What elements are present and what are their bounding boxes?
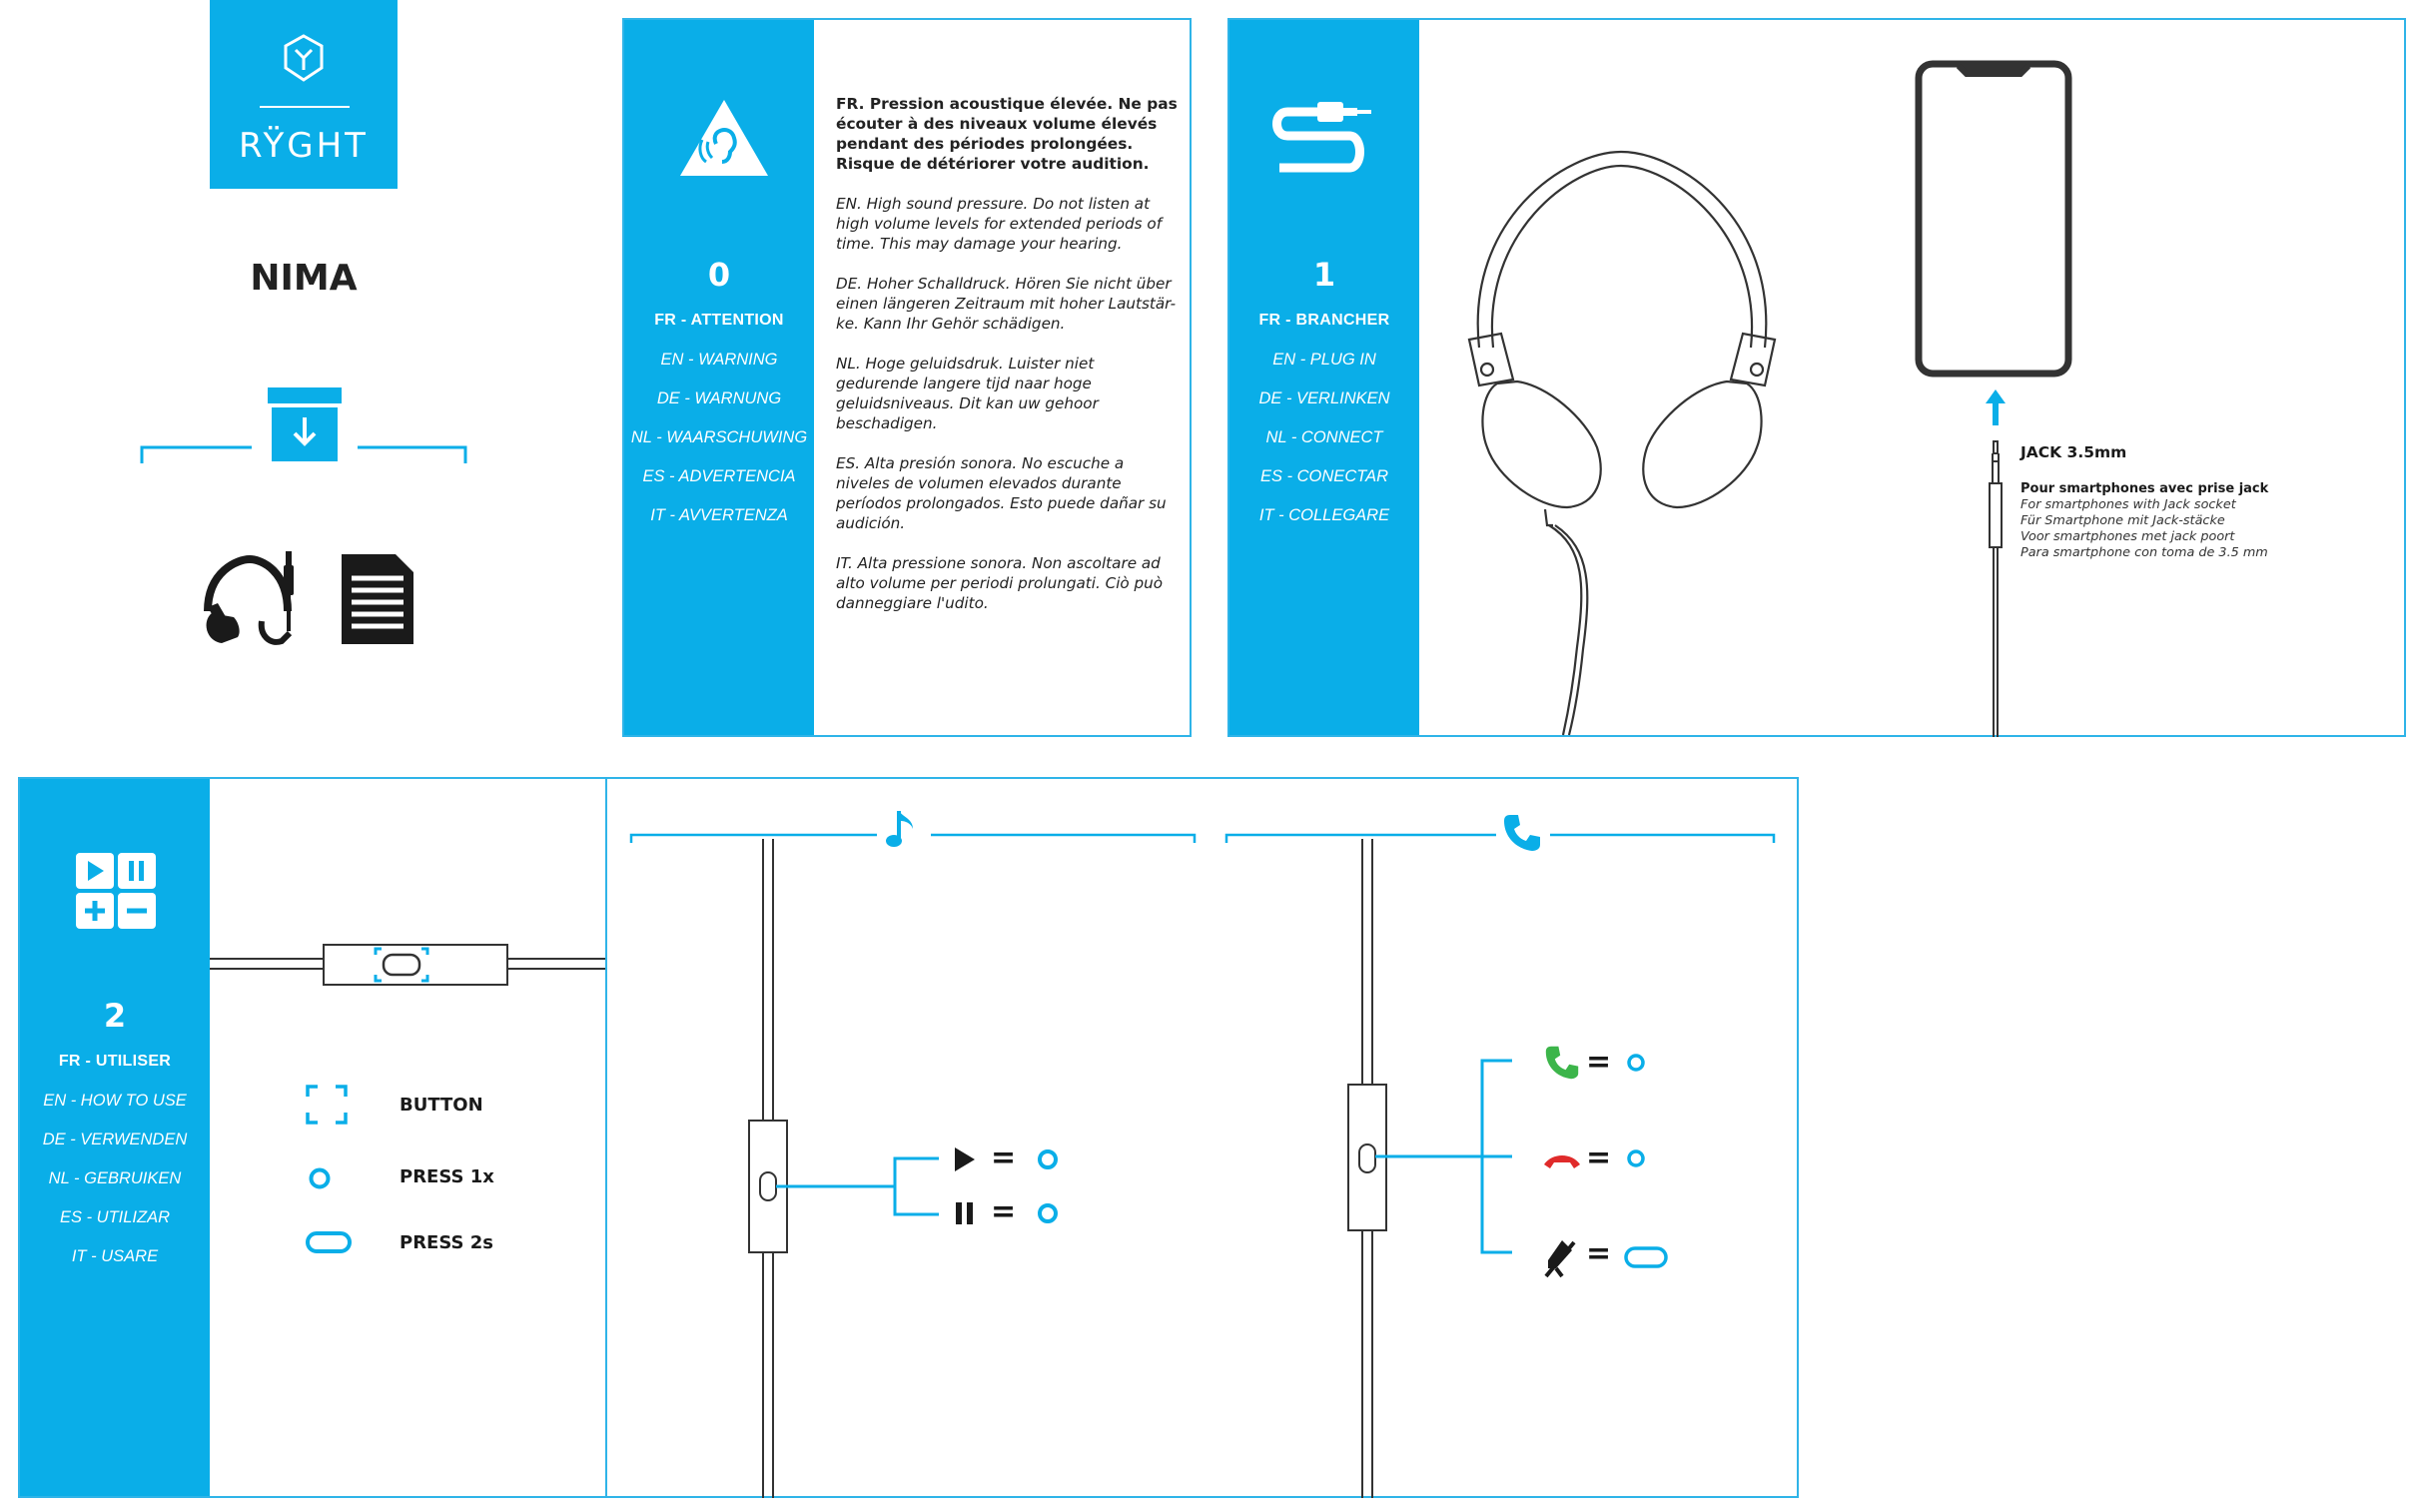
media-controls-icon [76, 853, 156, 929]
brand-logo-text: RŸGHT [239, 126, 369, 166]
lang-de: DE - VERWENDEN [42, 1131, 188, 1148]
lang-en: EN - WARNING [660, 351, 778, 369]
panel-how-to-use-sidebar: 2 FR - UTILISER EN - HOW TO USE DE - VER… [20, 779, 210, 1496]
press-1x-icon [1038, 1203, 1058, 1223]
unbox-divider [140, 387, 467, 463]
headphones-illustration [1467, 150, 1777, 736]
music-eq-1: = [991, 1140, 1017, 1175]
lang-de: DE - VERLINKEN [1258, 389, 1390, 407]
jack-line-es: Para smartphone con toma de 3.5 mm [2020, 545, 2268, 560]
cable-jack-icon [1272, 102, 1371, 173]
manual-document-icon [342, 554, 413, 644]
lang-es: ES - UTILIZAR [59, 1208, 170, 1226]
lang-main-fr: FR - BRANCHER [1258, 312, 1390, 329]
panel-warning: 0 FR - ATTENTION EN - WARNING DE - WARNU… [622, 18, 1192, 737]
call-remote-diagram [1347, 839, 1512, 1498]
legend-press-1x-label: PRESS 1x [400, 1166, 494, 1187]
jack-line-nl: Voor smartphones met jack poort [2020, 529, 2235, 544]
hang-up-icon [1544, 1155, 1580, 1168]
warning-nl: NL. Hoge geluidsdruk. Luister niet gedur… [836, 355, 1099, 432]
step-number-1: 1 [1312, 256, 1336, 294]
lang-it: IT - USARE [71, 1247, 159, 1265]
panel-how-to-use: 2 FR - UTILISER EN - HOW TO USE DE - VER… [18, 777, 1799, 1498]
button-legend-icon [306, 1085, 348, 1125]
lang-it: IT - AVVERTENZA [650, 506, 788, 524]
mute-microphone-icon [1544, 1240, 1576, 1278]
call-bracket [1224, 833, 1776, 843]
call-eq-1: = [1586, 1045, 1612, 1080]
warning-it: IT. Alta pressione sonora. Non ascoltare… [836, 554, 1164, 612]
press-1x-legend-icon [309, 1167, 331, 1189]
press-1x-icon [1038, 1149, 1058, 1169]
call-eq-3: = [1586, 1236, 1612, 1271]
music-eq-2: = [991, 1194, 1017, 1229]
jack-line-de: Für Smartphone mit Jack-stäcke [2020, 513, 2225, 528]
warning-text-block: FR. Pression acoustique élevée. Ne pas é… [836, 94, 1178, 633]
inline-remote-illustration [210, 944, 605, 986]
press-1x-icon [1627, 1054, 1645, 1072]
call-eq-2: = [1586, 1140, 1612, 1175]
jack-line-en: For smartphones with Jack socket [2020, 497, 2236, 512]
warning-en: EN. High sound pressure. Do not listen a… [836, 195, 1163, 253]
hearing-warning-icon [680, 100, 768, 176]
press-2s-icon [1624, 1246, 1668, 1268]
legend-button-label: BUTTON [400, 1095, 483, 1116]
warning-fr: FR. Pression acoustique élevée. Ne pas é… [836, 95, 1178, 173]
step-number-2: 2 [103, 997, 127, 1035]
pause-icon [956, 1202, 973, 1224]
lang-en: EN - PLUG IN [1272, 351, 1376, 369]
legend-press-2s-label: PRESS 2s [400, 1232, 493, 1253]
press-1x-icon [1627, 1149, 1645, 1167]
product-name: NIMA [250, 258, 358, 299]
music-remote-diagram [748, 839, 939, 1498]
arrow-up-icon [1986, 389, 2006, 425]
warning-es: ES. Alta presión sonora. No escuche a ni… [836, 454, 1167, 532]
lang-en: EN - HOW TO USE [43, 1092, 187, 1110]
lang-nl: NL - GEBRUIKEN [48, 1169, 182, 1187]
press-2s-legend-icon [306, 1231, 352, 1253]
play-icon [955, 1147, 975, 1171]
music-note-icon [886, 811, 913, 847]
lang-nl: NL - CONNECT [1265, 428, 1383, 446]
lang-de: DE - WARNUNG [656, 389, 782, 407]
lang-es: ES - CONECTAR [1259, 467, 1389, 485]
lang-es: ES - ADVERTENCIA [642, 467, 796, 485]
phone-icon [1504, 815, 1540, 851]
jack-line-fr: Pour smartphones avec prise jack [2020, 481, 2269, 496]
lang-nl: NL - WAARSCHUWING [630, 428, 808, 446]
jack-title: JACK 3.5mm [2020, 443, 2127, 461]
lang-main-fr: FR - ATTENTION [654, 312, 784, 329]
lang-it: IT - COLLEGARE [1258, 506, 1390, 524]
panel-plug-in: 1 FR - BRANCHER EN - PLUG IN DE - VERLIN… [1227, 18, 2406, 737]
panel-plug-in-sidebar: 1 FR - BRANCHER EN - PLUG IN DE - VERLIN… [1229, 20, 1419, 735]
step-number-0: 0 [707, 256, 731, 294]
warning-de: DE. Hoher Schalldruck. Hören Sie nicht ü… [836, 275, 1177, 333]
ryght-emblem-icon [284, 34, 324, 82]
brand-logo: RŸGHT [210, 0, 398, 189]
headphones-with-jack-icon [204, 551, 294, 645]
answer-call-icon [1545, 1046, 1579, 1080]
jack-plug-icon [1989, 440, 2003, 737]
music-bracket [629, 833, 1197, 843]
lang-main-fr: FR - UTILISER [58, 1053, 172, 1070]
smartphone-illustration [1915, 60, 2072, 378]
panel-warning-sidebar: 0 FR - ATTENTION EN - WARNING DE - WARNU… [624, 20, 814, 735]
